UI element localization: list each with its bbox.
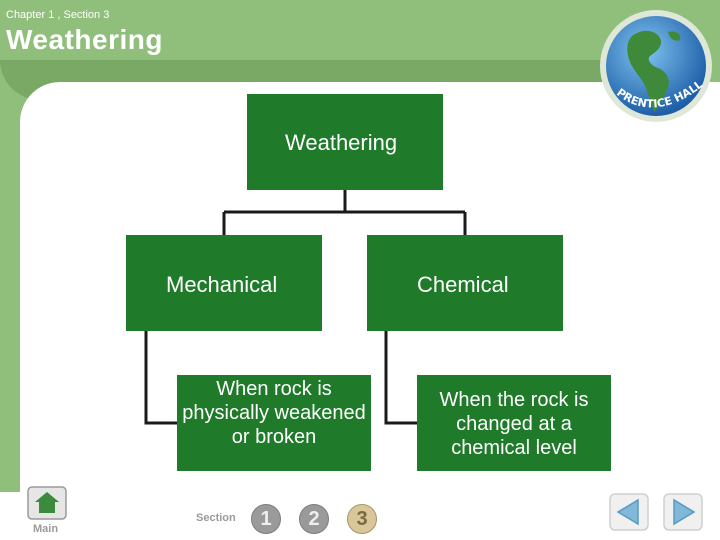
previous-arrow-icon[interactable] [608, 492, 650, 532]
section-label: Section [196, 512, 236, 524]
chemical-box: Chemical [367, 235, 563, 331]
chemical-definition-box: When the rock is changed at a chemical l… [417, 375, 611, 471]
chapter-section-label: Chapter 1 , Section 3 [6, 9, 110, 21]
prentice-hall-globe-logo: PRENTICE HALL [600, 10, 712, 122]
mechanical-label: Mechanical [166, 272, 278, 297]
mechanical-box: Mechanical [126, 235, 322, 331]
root-concept-label: Weathering [285, 130, 398, 155]
mechanical-definition: When rock is physically weakened or brok… [182, 378, 366, 448]
root-concept-box: Weathering [247, 94, 443, 190]
chemical-label: Chemical [417, 272, 509, 297]
mechanical-definition-box: When rock is physically weakened or brok… [177, 375, 371, 471]
slide-title: Weathering [6, 24, 163, 55]
section-1-button[interactable]: 1 [251, 504, 281, 534]
next-arrow-icon[interactable] [662, 492, 704, 532]
section-3-button-active[interactable]: 3 [347, 504, 377, 534]
main-button-label[interactable]: Main [33, 523, 59, 535]
home-icon[interactable] [27, 486, 67, 520]
chemical-definition: When the rock is changed at a chemical l… [439, 389, 589, 459]
section-2-button[interactable]: 2 [299, 504, 329, 534]
